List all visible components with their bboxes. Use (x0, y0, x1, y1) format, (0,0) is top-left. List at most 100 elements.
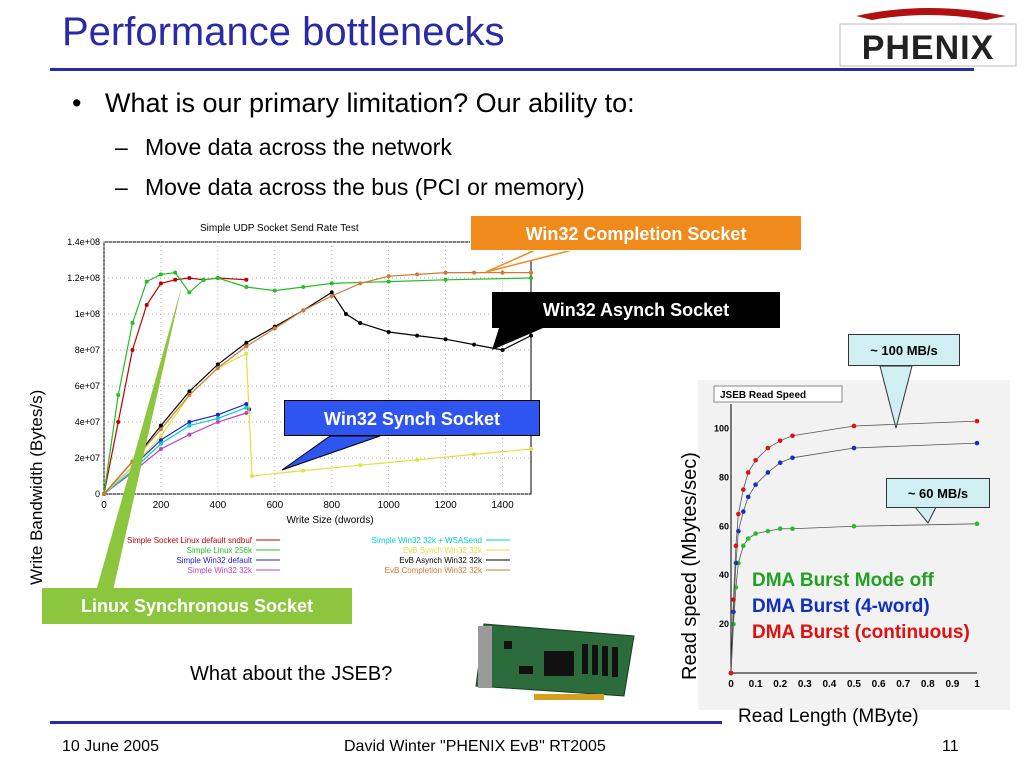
chart1-data-point (215, 362, 220, 367)
chart2-data-point (851, 423, 857, 429)
logo-text: PHENIX (862, 29, 995, 67)
chart1-xtick-label: 1200 (434, 500, 457, 511)
logo-wing (856, 8, 1006, 20)
chart2-data-point (733, 543, 739, 549)
chart1-data-point (215, 416, 220, 421)
chart2-xtick-label: 0.6 (872, 679, 886, 690)
chart2-data-point (765, 470, 771, 475)
chart2-data-point (728, 670, 734, 676)
chart2-data-point (974, 521, 980, 527)
callout-linux: Linux Synchronous Socket (42, 588, 352, 624)
chart1-data-point (415, 272, 420, 277)
chart1-data-point (116, 393, 121, 397)
chart2-data-point (745, 494, 751, 500)
chart2-data-point (753, 457, 758, 463)
chart1-xtick-label: 1400 (491, 500, 514, 511)
chart1-data-point (187, 290, 192, 295)
chart2-xtick-label: 0.1 (749, 679, 763, 690)
chart1-data-point (244, 344, 249, 349)
chart1-legend-label: Simple Win32 32k (188, 566, 253, 575)
chart1-data-point (358, 463, 363, 468)
chart1-ytick-label: 1.4e+08 (67, 237, 100, 247)
chart1-data-point (215, 420, 220, 424)
chart1-data-point (158, 447, 163, 451)
chart1-data-point (187, 423, 192, 428)
chart1-data-point (244, 285, 249, 289)
chart2-xtick-label: 1 (974, 679, 980, 690)
chart2-xtick-label: 0 (728, 679, 734, 690)
chart1-data-point (187, 389, 192, 394)
chart1-data-point (529, 447, 533, 451)
chart2-ytick-label: 60 (719, 521, 729, 531)
chart1-data-point (187, 393, 192, 397)
chart1-data-point (500, 348, 505, 352)
phenix-logo: PHENIX (839, 8, 1017, 67)
legend-burst-continuous: DMA Burst (continuous) (752, 622, 970, 643)
chart1-data-point (187, 420, 192, 424)
chart1-data-point (386, 279, 391, 284)
chart1-data-point (272, 326, 277, 331)
chart1-legend-label: Simple Win32 32k + WSASend (372, 536, 483, 545)
chart1-data-point (415, 457, 420, 462)
chart2-series-line (730, 523, 978, 674)
page-title: Performance bottlenecks (62, 10, 505, 54)
chart1-data-point (472, 452, 477, 457)
chart1-legend-label: EvB Completion Win32 32k (385, 566, 483, 575)
chart1-data-point (130, 465, 135, 469)
chart1-data-point (301, 468, 306, 473)
footer-page-number: 11 (942, 738, 959, 755)
chart1-ytick-label: 6e+07 (75, 381, 100, 391)
chart2-data-point (753, 482, 758, 487)
chart1-legend-label: Simple Socket Linux default sndbuf (127, 536, 253, 545)
chart1-data-point (187, 276, 192, 280)
chart1-data-point (244, 277, 249, 282)
chart2-data-point (765, 528, 771, 534)
chart2-series-line (730, 420, 978, 674)
chart2-data-point (731, 609, 736, 615)
chart1-data-point (144, 303, 149, 307)
chart1-xtick-label: 1000 (378, 500, 401, 511)
chart1-data-point (244, 405, 249, 410)
chart1-data-point (244, 340, 249, 345)
callout-synch: Win32 Synch Socket (284, 400, 540, 436)
chart2-data-point (790, 526, 795, 532)
sub-item-bus: Move data across the bus (PCI or memory) (145, 174, 585, 200)
chart2-data-point (741, 509, 746, 514)
chart2-xtick-label: 0.7 (896, 679, 910, 690)
chart2-data-point (777, 526, 783, 532)
chart2-data-point (731, 597, 736, 602)
chart2-data-point (974, 440, 980, 446)
chart1-data-point (158, 441, 163, 446)
chart1-title: Simple UDP Socket Send Rate Test (200, 223, 359, 234)
chart1-data-point (358, 281, 363, 286)
chart2-data-point (753, 531, 758, 536)
chart1-data-point (329, 294, 334, 298)
chart1-ytick-label: 2e+07 (75, 453, 100, 463)
chart1-data-point (187, 432, 192, 437)
callout-completion: Win32 Completion Socket (470, 215, 802, 251)
chart2-ytick-label: 100 (714, 423, 729, 433)
chart1-data-point (130, 321, 135, 325)
chart1-data-point (443, 337, 448, 342)
chart2-title: JSEB Read Speed (720, 390, 806, 401)
chart1-legend-label: EvB Synch Win32 32k (403, 546, 483, 555)
footer-author: David Winter "PHENIX EvB" RT2005 (344, 738, 606, 755)
chart1-data-point (272, 288, 277, 293)
chart1-ytick-label: 1.2e+08 (67, 273, 100, 283)
chart1-legend-label: EvB Asynch Win32 32k (399, 556, 483, 565)
chart1-data-point (173, 277, 178, 282)
jseb-chart-panel (698, 380, 1010, 710)
chart1-legend-label: Simple Win32 default (176, 556, 252, 565)
chart1-data-point (116, 420, 121, 424)
title-divider (50, 68, 974, 71)
bullet-text: What is our primary limitation? Our abil… (105, 88, 635, 118)
chart1-ylabel: Write Bandwidth (Bytes/s) (27, 390, 46, 585)
chart1-data-point (201, 277, 206, 282)
chart2-data-point (765, 445, 771, 451)
chart2-xtick-label: 0.9 (945, 679, 959, 690)
callout-100mbs: ~ 100 MB/s (848, 334, 960, 366)
chart1-data-point (358, 321, 363, 325)
chart1-data-point (500, 270, 505, 275)
chart1-ytick-label: 1e+08 (75, 309, 100, 319)
chart1-ytick-label: 4e+07 (75, 417, 100, 427)
